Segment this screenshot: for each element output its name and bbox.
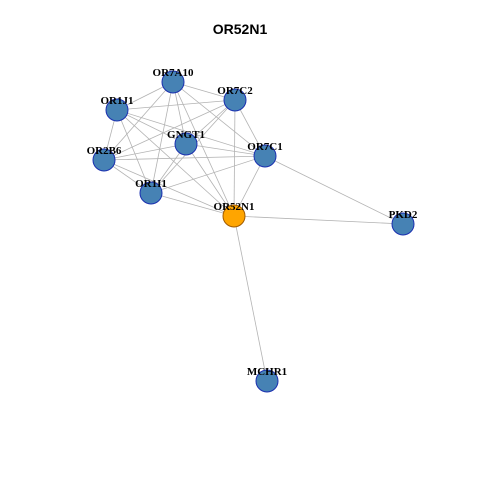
node-mchr1 [255,369,279,393]
node-label-or52n1: OR52N1 [214,201,255,213]
edge-or1j1-or1i1 [116,109,152,194]
edge-or7c1-or2b6 [103,155,266,161]
edge-or7c1-or1i1 [150,155,266,194]
edges-layer [103,81,404,382]
node-label-or2b6: OR2B6 [87,145,122,157]
edge-or1i1-or52n1 [150,192,235,217]
edge-or7c2-or1j1 [116,99,236,111]
node-or2b6 [92,148,116,172]
edge-or7a10-or1i1 [150,81,174,194]
edge-or7c1-pkd2 [264,155,404,225]
graph-title: OR52N1 [212,21,268,37]
edge-or52n1-mchr1 [233,215,268,382]
node-label-pkd2: PKD2 [389,209,418,221]
node-gngt1 [174,132,198,156]
node-label-or7c2: OR7C2 [217,85,253,97]
node-or7c1 [253,144,277,168]
node-label-or7a10: OR7A10 [153,67,194,79]
edge-gngt1-or7c1 [185,143,266,157]
node-or1j1 [105,98,129,122]
node-label-or1i1: OR1I1 [135,178,167,190]
edge-gngt1-or2b6 [103,143,187,161]
edge-or52n1-pkd2 [233,215,404,225]
nodes-layer [92,70,415,393]
node-label-gngt1: GNGT1 [167,129,205,141]
edge-or7c2-or2b6 [103,99,236,161]
node-or1i1 [139,181,163,205]
node-or7a10 [161,70,185,94]
node-label-or1j1: OR1J1 [101,95,134,107]
node-or7c2 [223,88,247,112]
edge-gngt1-or52n1 [185,143,235,217]
edge-or1j1-or52n1 [116,109,235,217]
edge-or1j1-gngt1 [116,109,187,145]
node-or52n1 [222,204,246,228]
edge-or1j1-or7c1 [116,109,266,157]
edge-or2b6-or52n1 [103,159,235,217]
node-label-or7c1: OR7C1 [247,141,282,153]
node-pkd2 [391,212,415,236]
node-label-mchr1: MCHR1 [247,366,287,378]
edge-or7c2-or52n1 [233,99,236,217]
edge-or7a10-or7c1 [172,81,266,157]
